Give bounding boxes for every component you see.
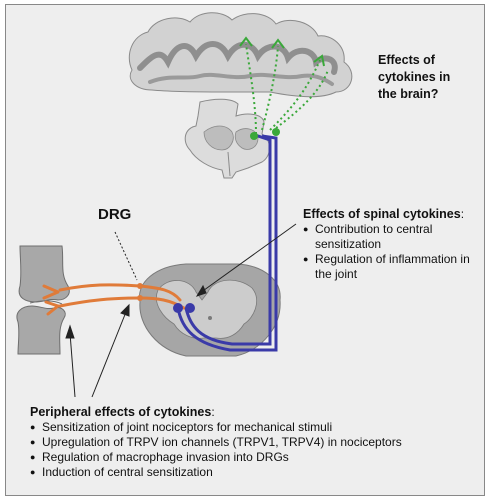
- brain-projections: [239, 36, 329, 140]
- primary-afferent-fibers: [42, 283, 186, 316]
- knee-joint: [16, 245, 70, 355]
- spinal-effects-list: Contribution to central sensitization Re…: [303, 222, 478, 282]
- brain-title-line-2: cytokines in: [378, 70, 451, 84]
- spinal-effect-item: Regulation of inflammation in the joint: [303, 252, 478, 282]
- spinal-effects-box: Effects of spinal cytokines: Contributio…: [303, 207, 478, 282]
- spinal-heading-text: Effects of spinal cytokines: [303, 207, 461, 221]
- drg-label: DRG: [98, 206, 132, 223]
- peripheral-heading-colon: :: [211, 405, 215, 419]
- spinal-effect-item: Contribution to central sensitization: [303, 222, 478, 252]
- peripheral-effects-heading: Peripheral effects of cytokines:: [30, 405, 480, 420]
- peripheral-effect-item: Induction of central sensitization: [30, 465, 480, 480]
- peripheral-effects-list: Sensitization of joint nociceptors for m…: [30, 420, 480, 480]
- peripheral-effect-item: Upregulation of TRPV ion channels (TRPV1…: [30, 435, 480, 450]
- spinal-effects-heading: Effects of spinal cytokines:: [303, 207, 478, 222]
- brain-title-line-3: the brain?: [378, 87, 439, 101]
- spinal-cord-section: [139, 263, 281, 357]
- peripheral-effect-item: Sensitization of joint nociceptors for m…: [30, 420, 480, 435]
- peripheral-effect-item: Regulation of macrophage invasion into D…: [30, 450, 480, 465]
- spinal-heading-colon: :: [460, 207, 465, 221]
- brain-title-line-1: Effects of: [378, 53, 435, 67]
- brain-cortex: [128, 12, 353, 98]
- peripheral-heading-text: Peripheral effects of cytokines: [30, 405, 212, 419]
- brain-effects-title: Effects of cytokines in the brain?: [378, 52, 478, 103]
- pointer-arrows: [65, 223, 297, 398]
- spinal-projection-neurons: [173, 132, 278, 352]
- brainstem: [184, 98, 270, 179]
- peripheral-effects-box: Peripheral effects of cytokines: Sensiti…: [30, 405, 480, 480]
